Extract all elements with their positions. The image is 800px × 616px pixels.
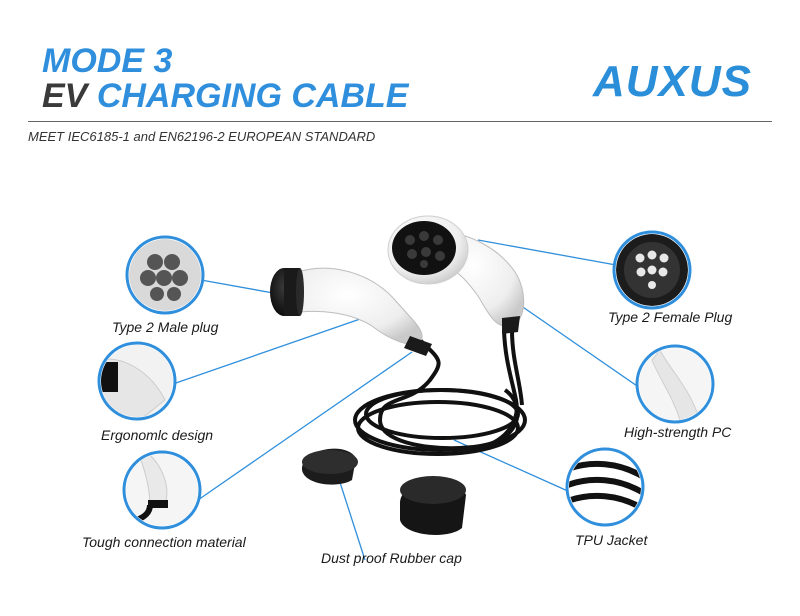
label-ergonomic: Ergonomlc design <box>101 427 214 443</box>
coiled-cable <box>353 329 527 456</box>
label-female-plug: Type 2 Female Plug <box>608 309 733 325</box>
brand-logo: AUXUS <box>593 57 753 106</box>
callout-tough <box>122 450 202 530</box>
standard-subtitle: MEET IEC6185-1 and EN62196-2 EUROPEAN ST… <box>28 129 376 144</box>
title-mode3: MODE 3 <box>42 42 173 80</box>
rubber-caps <box>301 448 466 535</box>
male-plug-product <box>270 267 432 356</box>
callout-ergonomic <box>97 341 177 421</box>
label-dust-cap: Dust proof Rubber cap <box>321 550 462 566</box>
callout-female-plug <box>612 230 692 310</box>
callout-male-plug <box>125 235 205 315</box>
callout-high-strength <box>635 344 715 424</box>
label-male-plug: Type 2 Male plug <box>112 319 219 335</box>
label-high-strength: High-strength PC <box>624 424 732 440</box>
callout-tpu-jacket <box>565 447 645 527</box>
title-charging-cable: CHARGING CABLE <box>96 77 409 115</box>
female-plug-product <box>387 215 525 334</box>
label-tpu-jacket: TPU Jacket <box>575 532 648 548</box>
title-ev-charging-cable: EV CHARGING CABLE <box>42 79 408 113</box>
title-ev: EV <box>42 77 88 115</box>
header-divider <box>28 121 772 122</box>
label-tough: Tough connection material <box>82 534 246 550</box>
